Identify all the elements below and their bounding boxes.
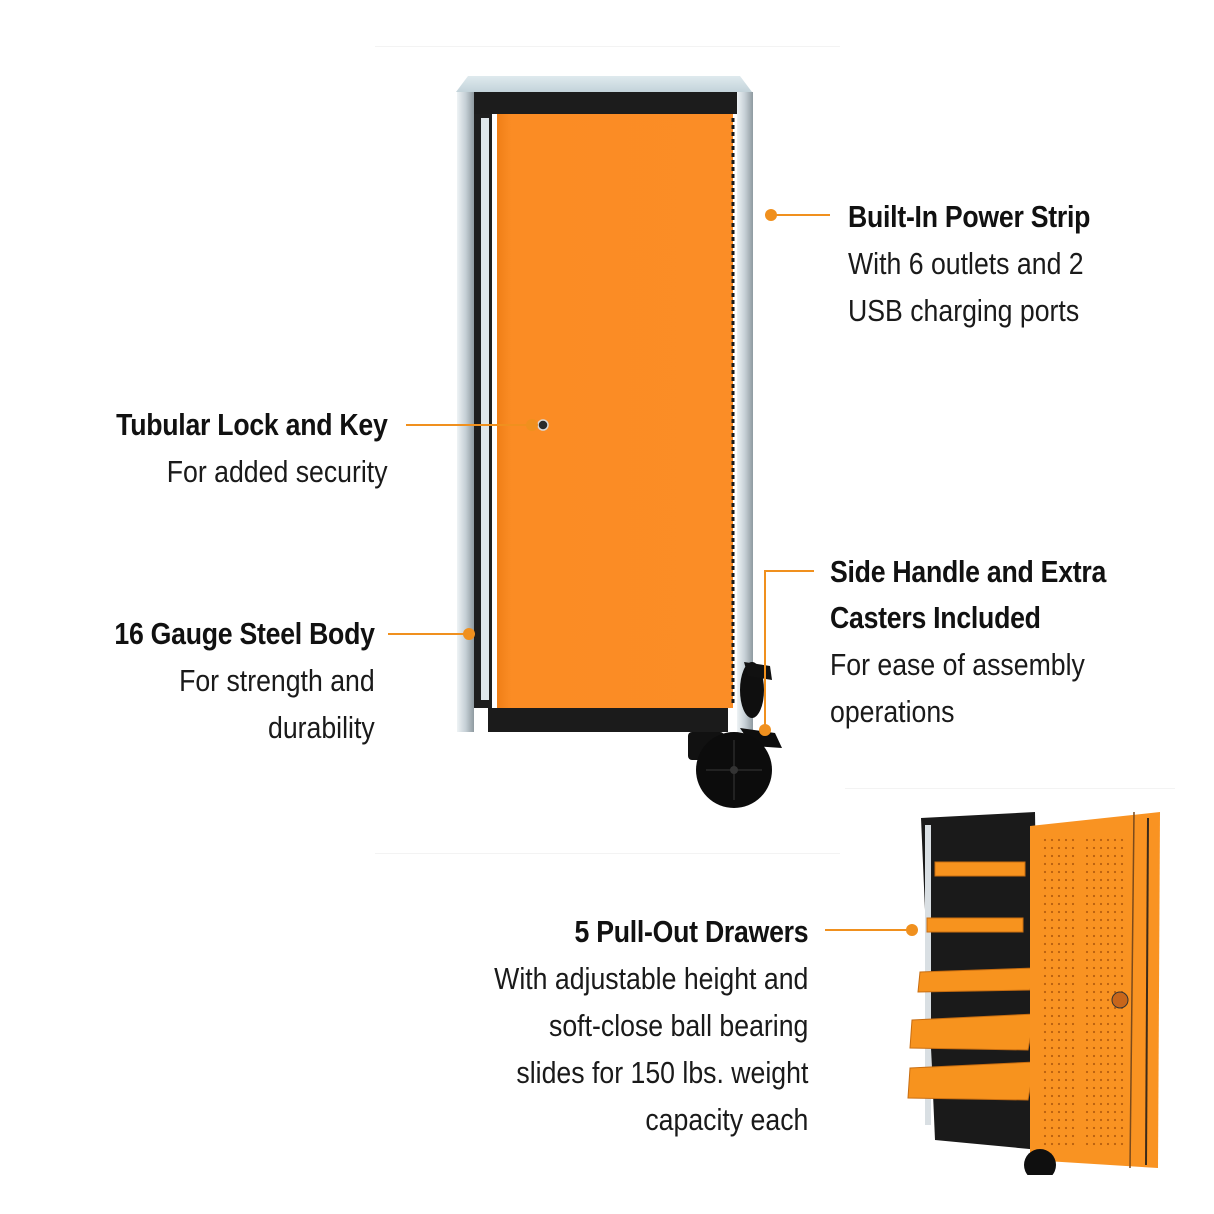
main-cabinet-image	[440, 60, 800, 820]
drawers-callout-line	[825, 929, 912, 931]
feature-power-strip: Built-In Power Strip With 6 outlets and …	[848, 194, 1130, 334]
steel-body-callout-dot	[463, 628, 475, 640]
feature-title: Side Handle and Extra	[830, 554, 1107, 589]
lock-callout-dot	[526, 419, 538, 431]
feature-title: Tubular Lock and Key	[116, 407, 389, 442]
feature-drawers: 5 Pull-Out Drawers With adjustable heigh…	[443, 909, 808, 1143]
feature-desc-line: slides for 150 lbs. weight	[516, 1055, 808, 1090]
feature-title: 5 Pull-Out Drawers	[574, 914, 808, 949]
inset-open-cabinet-image	[895, 805, 1175, 1181]
feature-title: Built-In Power Strip	[848, 199, 1091, 234]
drawers-callout-dot	[906, 924, 918, 936]
power-strip-callout-dot	[765, 209, 777, 221]
lock-callout-line	[406, 424, 530, 426]
feature-lock: Tubular Lock and Key For added security	[72, 402, 389, 495]
mid-panel-rule	[375, 853, 840, 854]
feature-desc-line: durability	[268, 710, 375, 745]
side-handle-callout-dot	[759, 724, 771, 736]
feature-desc-line: With 6 outlets and 2	[848, 246, 1084, 281]
feature-desc-line: For added security	[167, 454, 388, 489]
top-panel-rule	[375, 46, 840, 47]
side-handle-callout-line-v	[764, 570, 766, 730]
inset-panel-rule	[845, 788, 1175, 789]
feature-desc-line: With adjustable height and	[493, 961, 808, 996]
side-handle-callout-line-h	[764, 570, 814, 572]
power-strip-callout-line	[772, 214, 830, 216]
feature-desc-line: For strength and	[179, 663, 375, 698]
feature-desc-line: soft-close ball bearing	[548, 1008, 808, 1043]
feature-desc-line: capacity each	[644, 1102, 808, 1137]
feature-steel-body: 16 Gauge Steel Body For strength and dur…	[72, 611, 376, 751]
feature-side-handle: Side Handle and Extra Casters Included F…	[830, 549, 1151, 735]
steel-body-callout-line	[388, 633, 468, 635]
feature-desc-line: USB charging ports	[848, 293, 1080, 328]
feature-desc-line: operations	[830, 694, 955, 729]
feature-desc-line: For ease of assembly	[830, 647, 1085, 682]
feature-title: Casters Included	[830, 600, 1041, 635]
feature-title: 16 Gauge Steel Body	[114, 616, 376, 651]
